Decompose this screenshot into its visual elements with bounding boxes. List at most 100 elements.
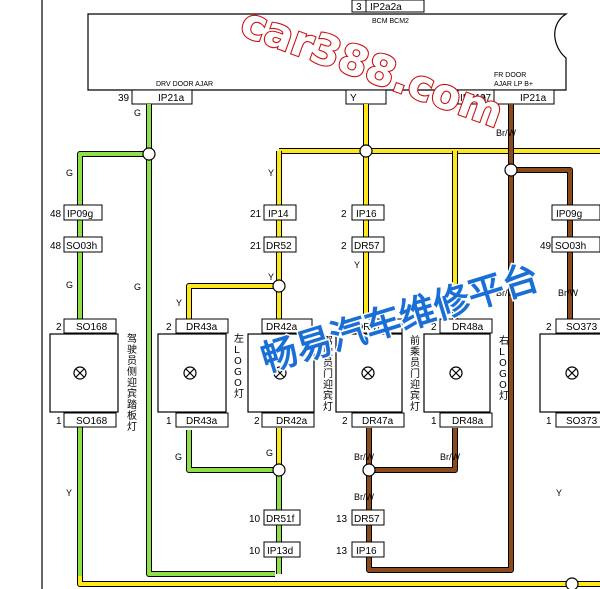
wire-code-y-1: Y [268, 168, 274, 178]
bcm-pin-4-conn: IP21a [520, 93, 547, 104]
wire-code-brw-1: Br/W [496, 128, 517, 138]
svg-text:SO373: SO373 [566, 322, 598, 333]
lamp-icon [565, 366, 579, 380]
bcm-name: BCM BCM2 [372, 18, 409, 25]
splice-green-logo [272, 463, 286, 477]
wire-code-g-4: G [134, 282, 141, 292]
splice-yellow [359, 144, 373, 158]
connector-ip16-bottom: 13 IP16 [336, 541, 385, 558]
svg-text:DR51f: DR51f [266, 514, 295, 525]
connector-dr52: 21 DR52 [250, 236, 297, 253]
svg-text:2: 2 [341, 209, 347, 220]
svg-text:DR48a: DR48a [452, 322, 484, 333]
wire-yellow-logo [186, 283, 279, 320]
wire-code-brw-2: Br/W [496, 288, 517, 298]
connector-dr57-top: 2 DR57 [341, 236, 385, 253]
wire-code-g-2: G [66, 168, 73, 178]
wire-code-g-3: G [66, 280, 73, 290]
svg-text:2: 2 [341, 241, 347, 252]
connector-ip13d: 10 IP13d [249, 541, 301, 558]
wire-code-y-2: Y [268, 272, 274, 282]
svg-text:48: 48 [50, 209, 62, 220]
bcm-top-pin: 3 [356, 2, 362, 13]
svg-text:2: 2 [546, 322, 552, 333]
wire-brown-logo [369, 428, 458, 473]
lamp-icon [361, 366, 375, 380]
svg-text:DR52: DR52 [266, 241, 292, 252]
wires [77, 104, 600, 587]
svg-text:DR42a: DR42a [276, 416, 308, 427]
connector-dr51f: 10 DR51f [249, 509, 301, 526]
lamp-label-driver-step: 驾驶员侧迎宾踏板灯 [127, 333, 137, 433]
svg-text:1: 1 [166, 416, 172, 427]
wire-code-brw-5: Br/W [440, 452, 461, 462]
lamp-icon [273, 366, 287, 380]
svg-text:DR57: DR57 [354, 241, 380, 252]
bcm-pin-box-1 [131, 89, 193, 105]
svg-text:SO373: SO373 [566, 416, 598, 427]
wire-code-y-6: Y [556, 488, 562, 498]
svg-text:1: 1 [546, 416, 552, 427]
svg-text:2: 2 [56, 322, 62, 333]
lamp-left-logo: 2 DR43a 1 DR43a [157, 318, 229, 428]
svg-text:DR48a: DR48a [452, 416, 484, 427]
bcm-right-signal-1: FR DOOR [494, 72, 526, 79]
bcm-left-signal: DRV DOOR AJAR [156, 81, 213, 88]
svg-text:2: 2 [166, 322, 172, 333]
splice-brown [504, 163, 518, 177]
lamp-icon [449, 366, 463, 380]
lamp-right-step: 2 SO373 1 SO373 [539, 318, 600, 428]
svg-text:SO168: SO168 [76, 322, 108, 333]
svg-text:2: 2 [431, 322, 437, 333]
wire-code-y-3: Y [176, 298, 182, 308]
bcm-top-pin-box [351, 0, 425, 13]
wire-code-brw-6: Br/W [354, 492, 375, 502]
splice-green [142, 147, 156, 161]
wire-code-y-5: Y [66, 488, 72, 498]
svg-text:IP16: IP16 [356, 209, 377, 220]
svg-text:IP16: IP16 [356, 546, 377, 557]
svg-text:SO168: SO168 [76, 416, 108, 427]
wire-code-g-6: G [266, 448, 273, 458]
svg-text:DR57: DR57 [354, 514, 380, 525]
bcm-pin-1-conn: IP21a [158, 93, 185, 104]
svg-text:SO03h: SO03h [66, 241, 97, 252]
lamp-driver-door: DR42a 2 DR42a [247, 318, 315, 428]
lamp-driver-step: 2 SO168 1 SO168 [49, 318, 119, 428]
lamp-icon [183, 366, 197, 380]
svg-text:49: 49 [540, 241, 552, 252]
bcm-pin-3-num: 27 [480, 93, 492, 104]
svg-text:IP13d: IP13d [267, 546, 293, 557]
svg-text:21: 21 [250, 209, 262, 220]
bcm-top-connector: IP2a2a [370, 2, 402, 13]
svg-text:2: 2 [342, 416, 348, 427]
svg-text:DR42a: DR42a [266, 322, 298, 333]
svg-text:DR47a: DR47a [356, 322, 388, 333]
lamp-label-driver-door: 驾驶员门迎宾灯 [323, 335, 333, 413]
connector-ip16-top: 2 IP16 [341, 204, 385, 221]
connector-so03-right: 49 SO03h [540, 236, 600, 253]
svg-text:2: 2 [254, 416, 260, 427]
bcm-pin-2-num: Y [350, 93, 357, 104]
wire-code-y-4: Y [354, 260, 360, 270]
connector-ip09-right: IP09g [551, 204, 600, 221]
wire-code-g-1: G [134, 108, 141, 118]
wire-codes: G G G G G G Y Y Y Y Y Y Br/W Br/W Br/W B… [66, 108, 579, 502]
bcm-pin-1-num: 39 [118, 93, 130, 104]
svg-text:48: 48 [50, 241, 62, 252]
svg-text:DR43a: DR43a [186, 416, 218, 427]
splice-brown-logo [362, 463, 376, 477]
svg-text:13: 13 [336, 546, 348, 557]
bcm-pin-3-conn: IP21a [460, 93, 487, 104]
connector-so03h: 48 SO03h [50, 236, 103, 253]
svg-text:13: 13 [336, 514, 348, 525]
connector-ip09g: 48 IP09g [50, 204, 103, 221]
lamp-right-logo: 2 DR48a 1 DR48a [423, 318, 493, 428]
svg-text:21: 21 [250, 241, 262, 252]
lamp-label-passenger-door: 前乘员门迎宾灯 [410, 334, 420, 413]
bcm-module: 3 IP2a2a BCM BCM2 DRV DOOR AJAR FR DOOR … [87, 0, 569, 105]
splice-yellow-logo [272, 279, 286, 293]
svg-text:IP14: IP14 [268, 209, 289, 220]
